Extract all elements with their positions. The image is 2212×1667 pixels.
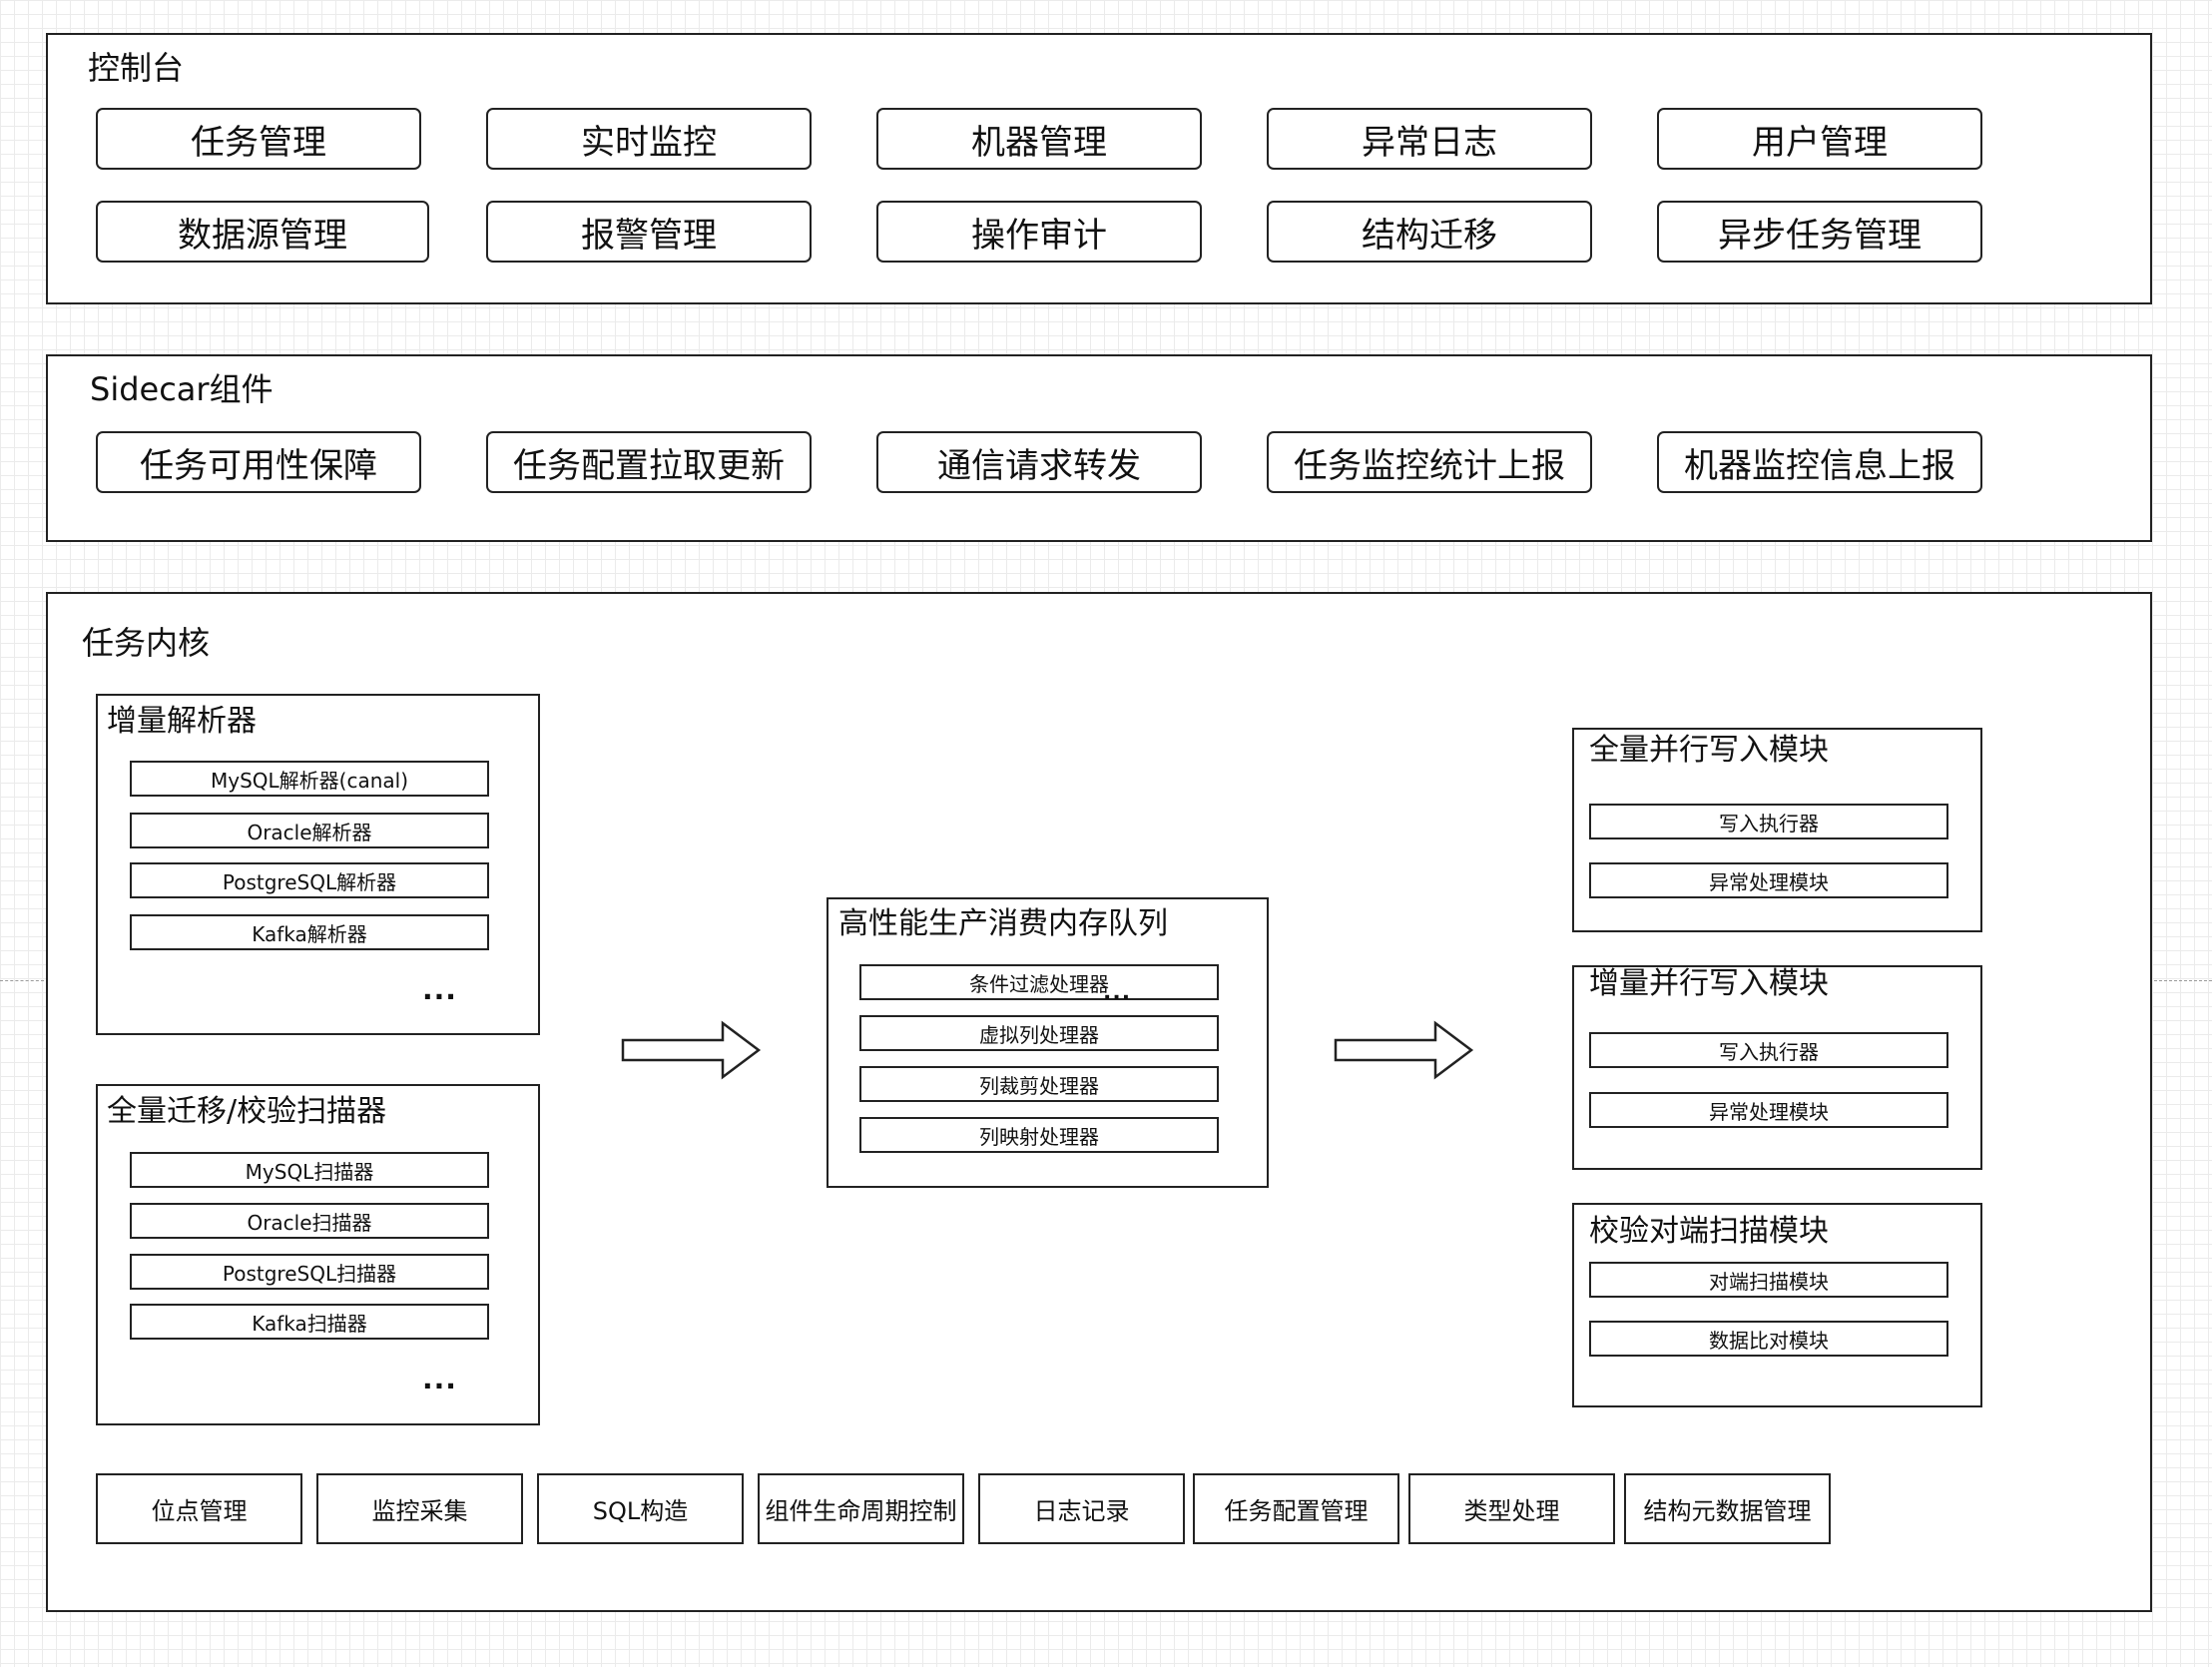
sidecar-title: Sidecar组件 [90,370,274,408]
full-writer-exception-handler: 异常处理模块 [1589,862,1948,898]
processor-column-pruning: 列裁剪处理器 [859,1066,1219,1102]
console-item-datasource-management: 数据源管理 [96,201,429,263]
sidecar-item-config-pull: 任务配置拉取更新 [486,431,812,493]
kernel-title: 任务内核 [82,624,211,662]
console-item-async-task-management: 异步任务管理 [1657,201,1982,263]
console-item-realtime-monitoring: 实时监控 [486,108,812,170]
utility-lifecycle-control: 组件生命周期控制 [758,1473,964,1544]
incremental-writer-executor: 写入执行器 [1589,1032,1948,1068]
utility-monitor-collection: 监控采集 [316,1473,523,1544]
incremental-parser-title: 增量解析器 [107,704,257,739]
flow-arrow-icon [1334,1020,1474,1080]
processor-condition-filter: 条件过滤处理器 [859,964,1219,1000]
console-item-operation-audit: 操作审计 [876,201,1202,263]
console-item-task-management: 任务管理 [96,108,421,170]
scanner-postgresql: PostgreSQL扫描器 [130,1254,489,1290]
console-title: 控制台 [88,49,185,87]
scanner-oracle: Oracle扫描器 [130,1203,489,1239]
parser-postgresql: PostgreSQL解析器 [130,862,489,898]
utility-logging: 日志记录 [978,1473,1185,1544]
scanner-mysql: MySQL扫描器 [130,1152,489,1188]
console-item-alert-management: 报警管理 [486,201,812,263]
utility-task-config-management: 任务配置管理 [1193,1473,1399,1544]
verify-peer-scan: 对端扫描模块 [1589,1262,1948,1298]
verify-scanner-title: 校验对端扫描模块 [1589,1214,1829,1249]
sidecar-item-request-forwarding: 通信请求转发 [876,431,1202,493]
parser-oracle: Oracle解析器 [130,813,489,848]
utility-type-handling: 类型处理 [1408,1473,1615,1544]
console-item-machine-management: 机器管理 [876,108,1202,170]
sidecar-item-availability: 任务可用性保障 [96,431,421,493]
verify-data-compare: 数据比对模块 [1589,1321,1948,1357]
queue-more-ellipsis: ... [1103,980,1132,1005]
full-scanner-title: 全量迁移/校验扫描器 [107,1094,387,1129]
utility-sql-builder: SQL构造 [537,1473,744,1544]
processor-virtual-column: 虚拟列处理器 [859,1015,1219,1051]
console-item-user-management: 用户管理 [1657,108,1982,170]
dashed-guide-right [2154,980,2212,981]
sidecar-item-task-metrics-report: 任务监控统计上报 [1267,431,1592,493]
parser-kafka: Kafka解析器 [130,914,489,950]
scanner-more-ellipsis: ... [422,1363,457,1395]
sidecar-item-machine-metrics-report: 机器监控信息上报 [1657,431,1982,493]
parser-mysql: MySQL解析器(canal) [130,761,489,797]
incremental-writer-title: 增量并行写入模块 [1589,966,1829,1001]
utility-position-management: 位点管理 [96,1473,302,1544]
full-writer-executor: 写入执行器 [1589,804,1948,839]
memory-queue-title: 高性能生产消费内存队列 [838,906,1168,941]
console-item-exception-log: 异常日志 [1267,108,1592,170]
console-item-schema-migration: 结构迁移 [1267,201,1592,263]
parser-more-ellipsis: ... [422,973,457,1006]
flow-arrow-icon [621,1020,762,1080]
dashed-guide-left [0,980,44,981]
verify-scanner-box [1572,1203,1982,1407]
full-writer-title: 全量并行写入模块 [1589,733,1829,768]
processor-column-mapping: 列映射处理器 [859,1117,1219,1153]
incremental-writer-exception-handler: 异常处理模块 [1589,1092,1948,1128]
scanner-kafka: Kafka扫描器 [130,1304,489,1340]
utility-schema-metadata-management: 结构元数据管理 [1624,1473,1831,1544]
